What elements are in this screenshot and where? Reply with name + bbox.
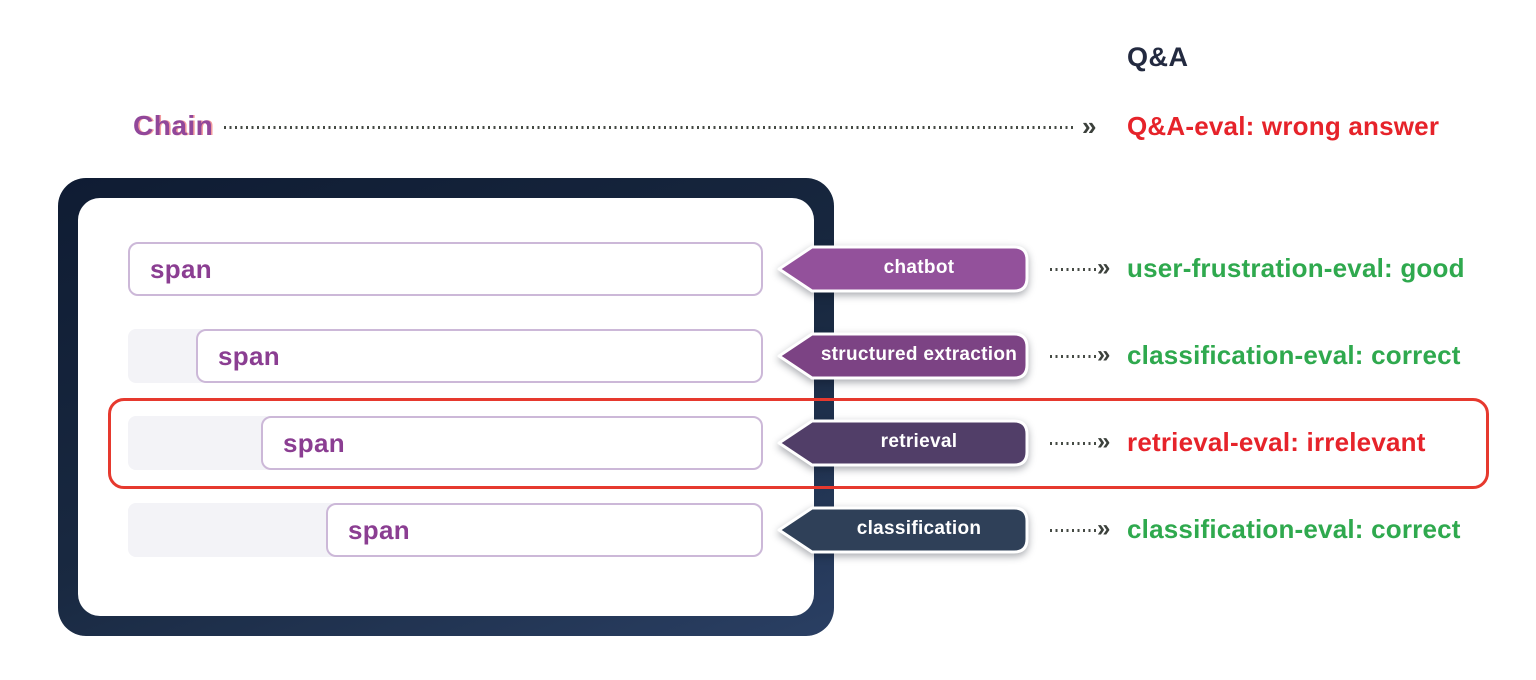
indent-block bbox=[128, 329, 208, 383]
tag-label: structured extraction bbox=[820, 344, 1018, 365]
span-label: span bbox=[283, 427, 345, 458]
eval-result-label: classification-eval: correct bbox=[1127, 340, 1461, 370]
eval-dotted-line bbox=[1050, 529, 1096, 532]
arrow-chevron-icon: » bbox=[1097, 515, 1111, 542]
span-box[interactable]: span bbox=[196, 329, 763, 383]
eval-result-label: retrieval-eval: irrelevant bbox=[1127, 427, 1426, 457]
eval-result-label: classification-eval: correct bbox=[1127, 514, 1461, 544]
trace-row-structured-extraction: span structured extraction » classificat… bbox=[0, 329, 1536, 383]
tag-shape-icon bbox=[777, 245, 1029, 293]
span-label: span bbox=[218, 340, 280, 371]
span-box[interactable]: span bbox=[261, 416, 763, 470]
chain-label: Chain bbox=[133, 110, 214, 141]
highlight-outline bbox=[108, 398, 1489, 489]
arrow-chevron-icon: » bbox=[1097, 341, 1111, 368]
chain-eval-label: Q&A-eval: wrong answer bbox=[1127, 111, 1440, 141]
tag-label: classification bbox=[856, 518, 982, 539]
trace-row-chatbot: span chatbot » user-frustration-eval: go… bbox=[0, 242, 1536, 296]
indent-block bbox=[128, 416, 273, 470]
eval-dotted-line bbox=[1050, 355, 1096, 358]
tag-shape-icon bbox=[777, 506, 1029, 554]
eval-dotted-line bbox=[1050, 442, 1096, 445]
trace-row-classification: span classification » classification-eva… bbox=[0, 503, 1536, 557]
trace-row-retrieval: span retrieval » retrieval-eval: irrelev… bbox=[0, 416, 1536, 470]
span-box[interactable]: span bbox=[326, 503, 763, 557]
arrow-chevron-icon: » bbox=[1097, 254, 1111, 281]
span-box[interactable]: span bbox=[128, 242, 763, 296]
tag-shape-icon bbox=[777, 332, 1029, 380]
arrow-chevron-icon: » bbox=[1082, 111, 1097, 141]
span-kind-tag[interactable]: retrieval bbox=[776, 417, 1032, 469]
span-label: span bbox=[348, 514, 410, 545]
eval-result-label: user-frustration-eval: good bbox=[1127, 253, 1465, 283]
span-kind-tag[interactable]: classification bbox=[776, 504, 1032, 556]
tag-label: retrieval bbox=[880, 431, 958, 452]
indent-block bbox=[128, 503, 338, 557]
span-kind-tag[interactable]: chatbot bbox=[776, 243, 1032, 295]
arrow-chevron-icon: » bbox=[1097, 428, 1111, 455]
qa-title: Q&A bbox=[1127, 42, 1189, 72]
chain-dotted-line bbox=[224, 126, 1076, 129]
span-kind-tag[interactable]: structured extraction bbox=[776, 330, 1032, 382]
tag-label: chatbot bbox=[883, 257, 955, 278]
span-label: span bbox=[150, 253, 212, 284]
tag-shape-icon bbox=[777, 419, 1029, 467]
eval-dotted-line bbox=[1050, 268, 1096, 271]
